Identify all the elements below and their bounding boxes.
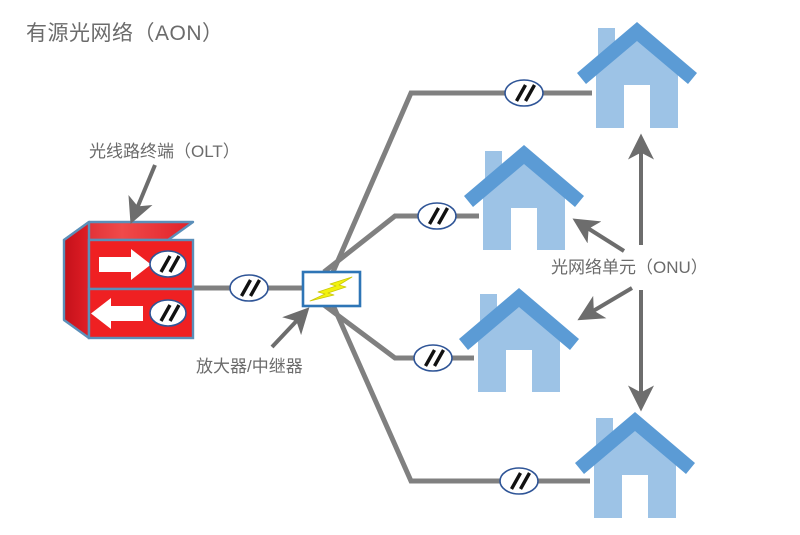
house-roof xyxy=(464,145,584,207)
onu-label: 光网络单元（ONU） xyxy=(551,258,708,277)
lightning-bolt-icon xyxy=(309,276,353,302)
onu-house-1[interactable] xyxy=(577,22,697,128)
fiber-connector-icon-onu-1 xyxy=(504,79,544,107)
page-title: 有源光网络（AON） xyxy=(26,22,224,45)
house-roof xyxy=(575,412,695,474)
olt-fiber-badge-upper xyxy=(149,250,187,278)
olt-device[interactable] xyxy=(62,220,195,340)
olt-upstream-arrow-icon xyxy=(91,298,143,329)
fiber-connector-icon-onu-2 xyxy=(417,202,457,230)
fiber-connector-icon-onu-3 xyxy=(413,344,453,372)
onu-house-3[interactable] xyxy=(459,288,579,392)
callout-arrow-amplifier xyxy=(270,307,310,349)
callout-arrow-onu-2 xyxy=(572,218,626,253)
onu-house-2[interactable] xyxy=(464,145,584,250)
amplifier-device[interactable] xyxy=(301,270,362,308)
olt-side-face xyxy=(62,220,91,340)
fiber-connector-icon-trunk xyxy=(229,274,269,302)
olt-label: 光线路终端（OLT） xyxy=(89,142,240,161)
callout-arrow-olt xyxy=(128,164,157,225)
olt-fiber-badge-lower xyxy=(149,299,187,327)
amplifier-label: 放大器/中继器 xyxy=(196,357,303,376)
house-roof xyxy=(459,288,579,350)
fiber-connector-icon-onu-4 xyxy=(499,467,539,495)
callout-arrow-group xyxy=(128,133,654,412)
house-roof xyxy=(577,22,697,84)
callout-arrow-onu-3 xyxy=(577,286,634,321)
onu-house-4[interactable] xyxy=(575,412,695,518)
fiber-connector-group xyxy=(229,79,544,495)
olt-downstream-arrow-icon xyxy=(99,249,151,280)
